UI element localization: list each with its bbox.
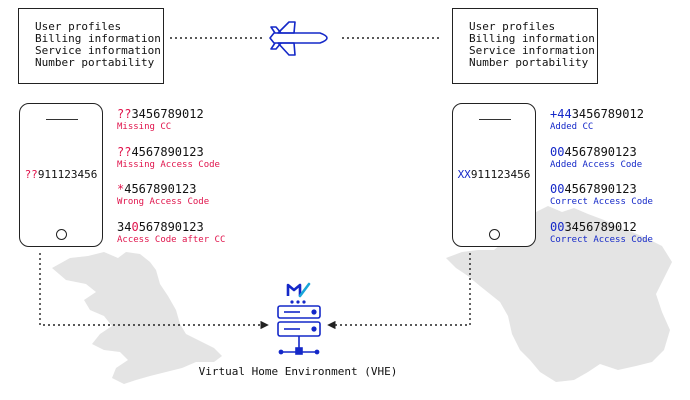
phone-number: 340567890123 — [117, 220, 225, 234]
number-part: 34 — [117, 219, 132, 234]
france-map — [446, 206, 672, 382]
right-phone-number: XX911123456 — [453, 168, 535, 181]
left-phone-number: ??911123456 — [20, 168, 102, 181]
number-note: Access Code after CC — [117, 234, 226, 245]
number-part: 567890123 — [138, 219, 204, 234]
phone-speaker — [479, 119, 511, 120]
number-highlight: * — [117, 182, 125, 196]
phone-number: ??4567890123 — [117, 145, 225, 159]
phone-number: *4567890123 — [117, 182, 225, 196]
vhe-label: Virtual Home Environment (VHE) — [198, 365, 398, 378]
number-part: 4567890123 — [564, 144, 637, 159]
number-note: Wrong Access Code — [117, 197, 210, 207]
number-highlight: ?? — [117, 144, 132, 159]
number-highlight: 00 — [550, 144, 565, 159]
number-note: Correct Access Code — [550, 197, 653, 207]
info-line: Billing information — [469, 32, 595, 45]
right-phone: XX911123456 — [452, 103, 536, 247]
server-icon — [277, 305, 321, 355]
left-phone-to-vhe-connector — [39, 253, 269, 330]
left-phone: ??911123456 — [19, 103, 103, 247]
phone-number: +443456789012 — [550, 107, 653, 121]
info-line: Service information — [35, 44, 161, 57]
number-highlight: 0 — [131, 219, 139, 234]
right-phone-number-rest: 911123456 — [470, 168, 531, 181]
airplane-icon — [269, 21, 328, 56]
number-part: 3456789012 — [131, 107, 204, 121]
number-note: Missing Access Code — [117, 159, 220, 170]
number-part: 3456789012 — [564, 219, 637, 234]
number-note: Correct Access Code — [550, 234, 653, 245]
uk-map — [52, 252, 222, 384]
number-part: 3456789012 — [571, 107, 644, 121]
info-line: Billing information — [35, 32, 161, 45]
left-phone-number-rest: 911123456 — [37, 168, 98, 181]
phone-number: ??3456789012 — [117, 107, 225, 121]
phone-number: 003456789012 — [550, 220, 653, 234]
brand-logo-icon — [286, 282, 311, 304]
phone-home-button — [56, 229, 67, 240]
info-line: Service information — [469, 44, 595, 57]
number-note: Added Access Code — [550, 159, 643, 170]
number-highlight: ?? — [117, 107, 132, 121]
info-line: Number portability — [35, 56, 155, 69]
info-line: User profiles — [469, 20, 556, 33]
number-part: 4567890123 — [564, 182, 637, 196]
number-part: 4567890123 — [124, 182, 197, 196]
info-line: User profiles — [35, 20, 122, 33]
phone-home-button — [489, 229, 500, 240]
phone-number: 004567890123 — [550, 145, 653, 159]
right-phone-number-prefix: XX — [457, 168, 471, 181]
number-highlight: +44 — [550, 107, 572, 121]
number-note: Missing CC — [117, 122, 172, 132]
info-line: Number portability — [469, 56, 589, 69]
number-highlight: 00 — [550, 182, 565, 196]
left-phone-number-prefix: ?? — [24, 168, 38, 181]
phone-speaker — [46, 119, 78, 120]
number-part: 4567890123 — [131, 144, 204, 159]
phone-number: 004567890123 — [550, 182, 653, 196]
number-highlight: 00 — [550, 219, 565, 234]
number-note: Added CC — [550, 122, 594, 132]
right-phone-to-vhe-connector — [327, 253, 471, 330]
